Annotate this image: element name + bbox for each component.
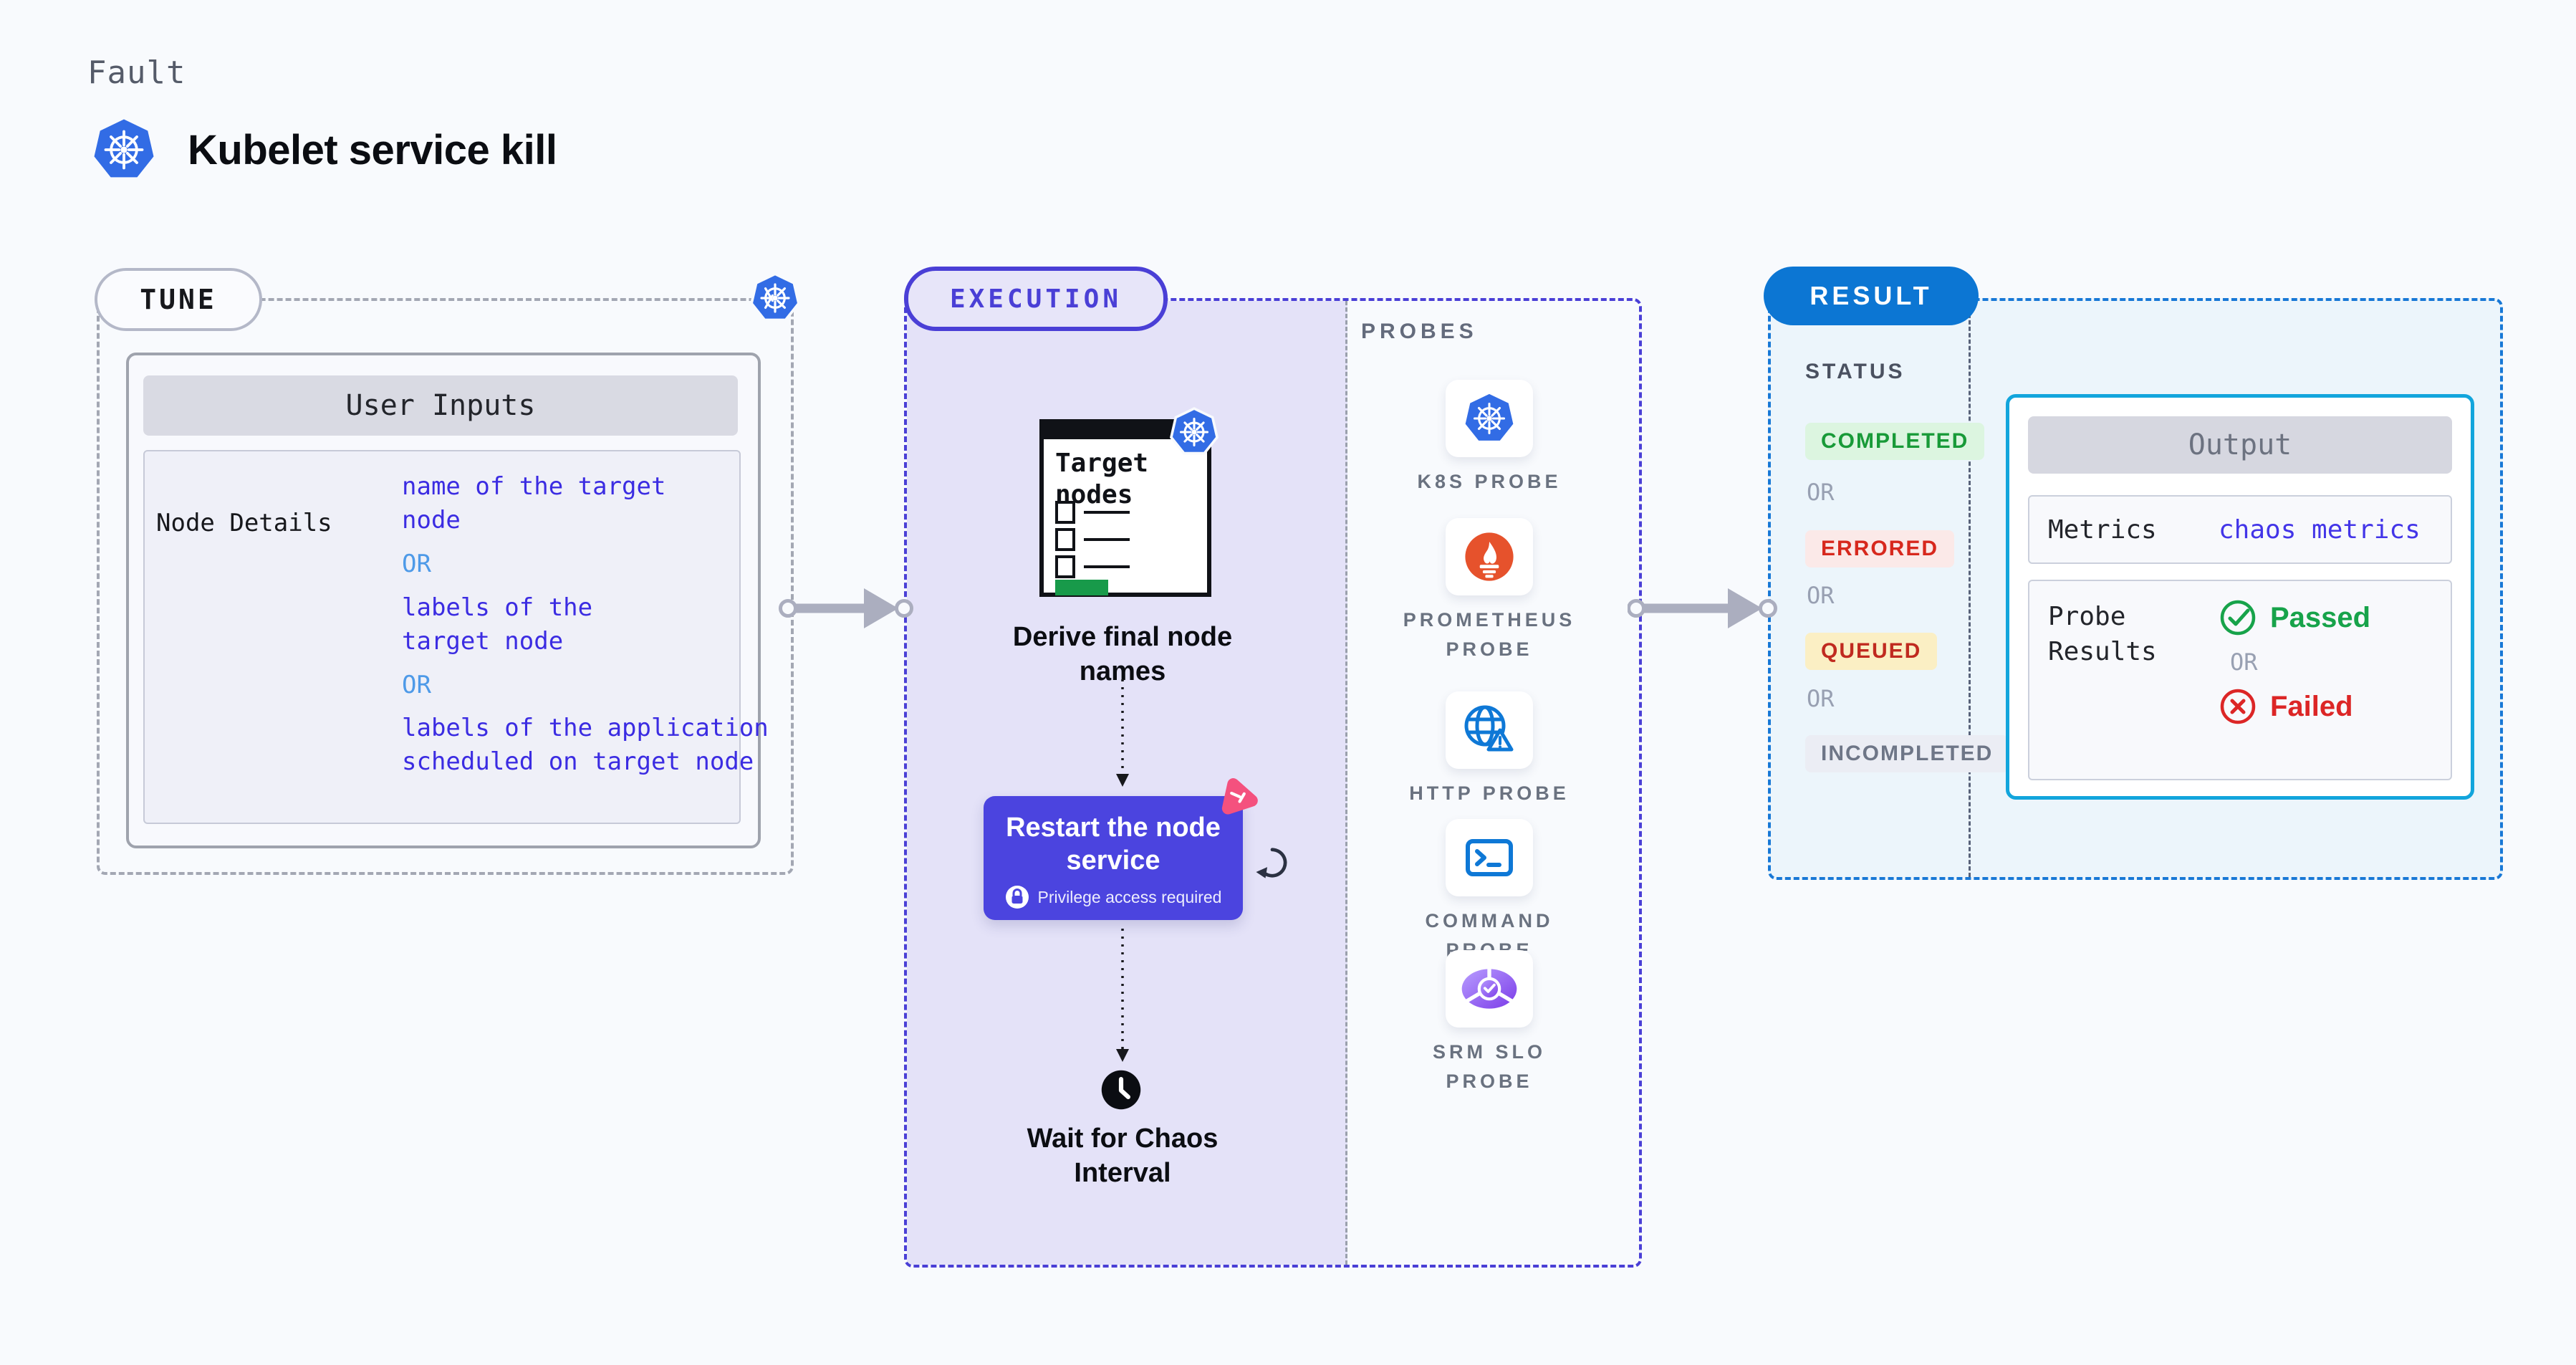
node-details-label: Node Details [156,509,332,537]
user-inputs-header: User Inputs [143,375,738,436]
result-divider [1969,301,1971,877]
refresh-icon [1256,848,1287,878]
fault-kicker: Fault [87,54,186,91]
metrics-label: Metrics [2048,514,2157,545]
flow-arrow-down [1116,679,1129,787]
status-or-separator: OR [1807,685,1835,712]
probe-results-row: Probe Results Passed OR Failed [2028,580,2452,780]
derive-node-names-step: Derive final node names [1012,622,1233,686]
execution-label-text: EXECUTION [949,284,1123,314]
checkbox-row [1055,501,1130,524]
probe-item-srm-slo: SRM SLO PROBE [1396,950,1582,1096]
option-or-separator: OR [402,549,431,578]
lock-icon [1005,886,1029,909]
page-title: Kubelet service kill [188,126,557,173]
x-circle-icon [2220,689,2256,724]
status-badge-queued: QUEUED [1805,633,1938,670]
status-or-separator: OR [1807,479,1835,506]
option-or-separator: OR [402,670,431,699]
probe-item-command: COMMAND PROBE [1396,819,1582,964]
user-inputs-table: Node Details name of the target node OR … [143,450,769,824]
probe-results-label: Probe Results [2048,602,2157,666]
kubernetes-icon [1169,407,1219,455]
flow-arrow-down [1116,929,1129,1062]
litmus-chaos-icon [1221,778,1258,815]
tune-label-text: TUNE [140,284,217,315]
probe-result-passed: Passed [2219,598,2370,637]
output-header: Output [2028,416,2452,474]
probe-card [1446,819,1533,896]
status-badge-completed: COMPLETED [1805,423,1985,460]
probe-result-failed: Failed [2219,687,2370,726]
probe-item-prometheus: PROMETHEUS PROBE [1396,518,1582,664]
probe-label: PROMETHEUS PROBE [1403,609,1576,660]
output-card: Output Metrics chaos metrics Probe Resul… [2006,394,2474,800]
checkbox-row [1055,528,1130,551]
status-badge-incompleted: INCOMPLETED [1805,735,2009,772]
option-node-labels: labels of the target node [402,593,593,656]
result-label-text: RESULT [1810,281,1933,310]
metrics-value: chaos metrics [2219,514,2421,545]
node-details-options: name of the target node OR labels of the… [402,470,769,789]
probe-label: HTTP PROBE [1409,782,1570,804]
progress-bar [1055,580,1108,595]
arrow-execution-to-result [1628,588,1777,628]
restart-step-title: Restart the node service [1006,813,1221,876]
probes-column-label: PROBES [1361,320,1478,343]
probe-label: K8S PROBE [1417,471,1562,492]
slo-gauge-icon [1461,967,1517,1009]
terminal-icon [1466,839,1513,876]
tune-section-label: TUNE [95,268,262,331]
probe-card [1446,950,1533,1028]
metrics-row: Metrics chaos metrics [2028,495,2452,564]
globe-warning-icon [1464,705,1514,752]
target-nodes-title: Target nodes [1055,449,1149,509]
prometheus-icon [1465,532,1514,581]
status-or-separator: OR [1807,582,1835,609]
tune-section [97,298,794,875]
privilege-badge-text: Privilege access required [1037,887,1222,906]
result-section-label: RESULT [1764,267,1979,325]
restart-node-service-step: Restart the node service Privilege acces… [984,796,1243,920]
probe-item-http: HTTP PROBE [1396,691,1582,808]
probe-card [1446,518,1533,595]
document-titlebar [1044,423,1207,439]
checkbox-row [1055,555,1130,578]
probe-card [1446,691,1533,769]
wait-chaos-interval-step: Wait for Chaos Interval [1027,1124,1219,1188]
execution-section-label: EXECUTION [904,267,1168,331]
probe-card [1446,380,1533,457]
status-heading: STATUS [1805,360,1905,383]
probe-label: SRM SLO PROBE [1432,1041,1546,1092]
check-circle-icon [2220,600,2256,636]
arrow-tune-to-execution [779,588,913,628]
kubernetes-icon [1465,393,1514,441]
output-or-separator: OR [2230,648,2258,676]
passed-text: Passed [2270,601,2371,633]
kubernetes-icon [94,119,154,178]
kubernetes-icon [750,272,800,322]
failed-text: Failed [2270,690,2353,722]
privilege-badge: Privilege access required [984,885,1243,909]
option-app-labels: labels of the application scheduled on t… [402,714,769,777]
page-header: Kubelet service kill [87,113,557,186]
status-badge-errored: ERRORED [1805,530,1955,567]
clock-icon [1101,1070,1141,1110]
option-node-name: name of the target node [402,472,666,535]
probe-item-k8s: K8S PROBE [1396,380,1582,497]
